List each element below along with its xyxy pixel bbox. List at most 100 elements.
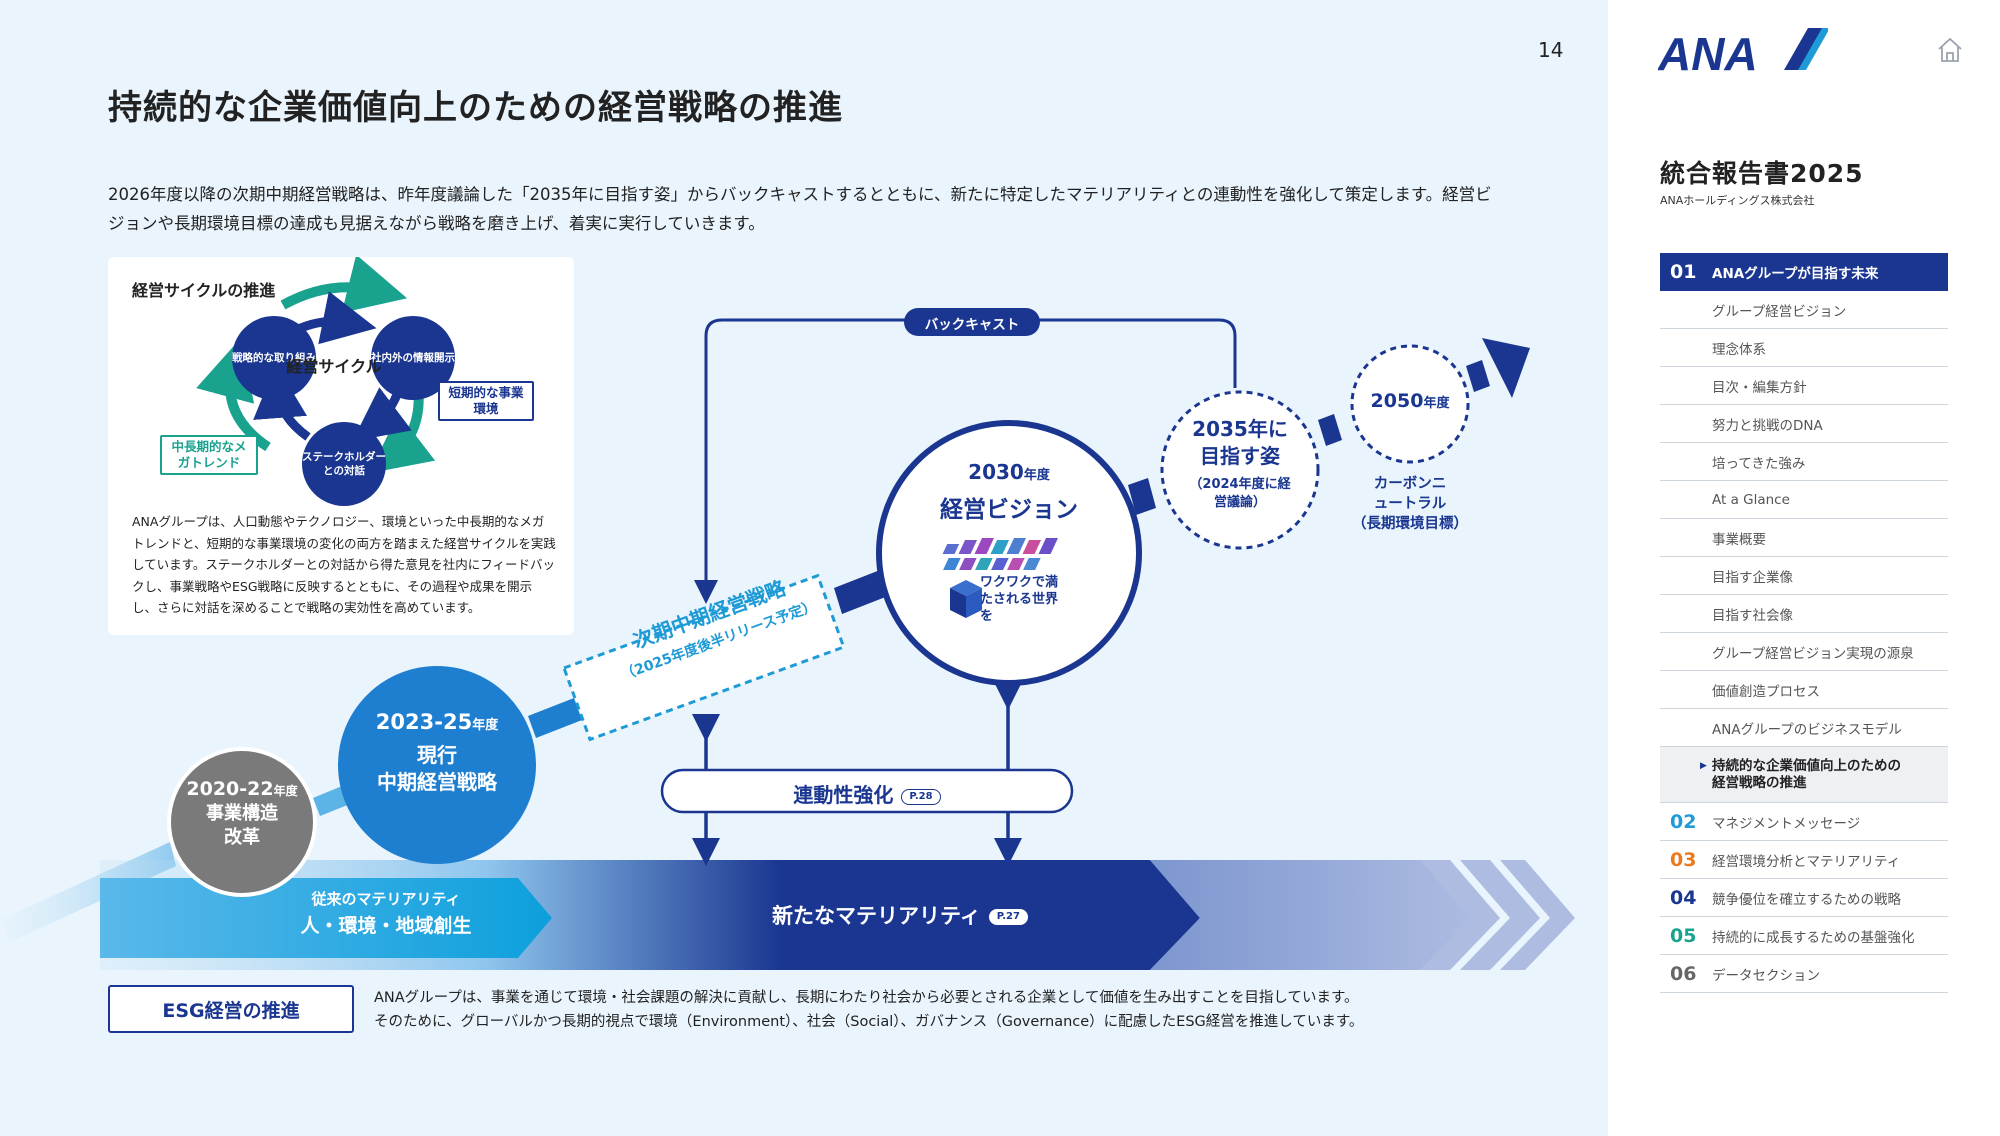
section-num: 01: [1670, 261, 1697, 283]
cycle-description: ANAグループは、人口動態やテクノロジー、環境といった中長期的なメガトレンドと、…: [132, 514, 556, 615]
year-2050: 2050: [1370, 390, 1424, 412]
strategy-diagram: [0, 308, 1575, 970]
vision-year-suffix: 年度: [1023, 468, 1050, 483]
toc-item[interactable]: 事業概要: [1660, 519, 1948, 557]
outer-arrow-top: [280, 257, 408, 313]
intro-text: 2026年度以降の次期中期経営戦略は、昨年度議論した「2035年に目指す姿」から…: [108, 180, 1508, 238]
company-name: ANAホールディングス株式会社: [1660, 194, 1815, 207]
esg-text: ANAグループは、事業を通じて環境・社会課題の解決に貢献し、長期にわたり社会から…: [374, 986, 1594, 1034]
ana-logo[interactable]: ANA: [1658, 26, 1828, 76]
toc-item[interactable]: 価値創造プロセス: [1660, 671, 1948, 709]
main-page: 14 持続的な企業価値向上のための経営戦略の推進 2026年度以降の次期中期経営…: [0, 0, 1608, 1136]
toc-item[interactable]: ANAグループのビジネスモデル: [1660, 709, 1948, 747]
management-cycle-panel: 経営サイクルの推進 戦略的な取り組み 社内外の情報開示 ステークホルダーとの対話…: [108, 257, 574, 635]
toc-item[interactable]: 理念体系: [1660, 329, 1948, 367]
cycle-title: 経営サイクルの推進: [132, 281, 276, 300]
old-materiality-band: [100, 878, 552, 958]
toc-item[interactable]: 目指す社会像: [1660, 595, 1948, 633]
ana-logo-text: ANA: [1658, 28, 1758, 76]
short-term-label: 短期的な事業環境: [438, 381, 534, 421]
section-label: マネジメントメッセージ: [1712, 815, 1861, 832]
vision-year: 2030: [968, 460, 1024, 484]
intro-line-2: ジョンや長期環境目標の達成も見据えながら戦略を磨き上げ、着実に実行していきます。: [108, 214, 765, 233]
target-2035-label: 2035年に目指す姿 （2024年度に経営議論）: [1170, 416, 1310, 512]
cycle-node-dialogue: ステークホルダーとの対話: [302, 422, 386, 506]
toc-item[interactable]: 目指す企業像: [1660, 557, 1948, 595]
toc-section-01[interactable]: 01 ANAグループが目指す未来: [1660, 253, 1948, 291]
current-page-marker-icon: ▶: [1700, 761, 1707, 771]
year-2050-suffix: 年度: [1423, 396, 1450, 411]
cycle-node-strategy: 戦略的な取り組み: [232, 316, 316, 400]
section-label: 経営環境分析とマテリアリティ: [1712, 853, 1901, 870]
section-label: ANAグループが目指す未来: [1712, 266, 1879, 282]
target-2035-sub: （2024年度に経営議論）: [1189, 477, 1291, 510]
carbon-sub: （長期環境目標）: [1352, 516, 1468, 532]
carbon-neutral-label: カーボンニュートラル （長期環境目標）: [1340, 474, 1480, 534]
circle-2023: [338, 666, 536, 864]
reform-label: 2020-22年度 事業構造改革: [170, 778, 314, 850]
final-arrow-head: [1482, 338, 1530, 398]
toc-nav: 01 ANAグループが目指す未来 グループ経営ビジョン 理念体系 目次・編集方針…: [1660, 253, 1948, 993]
old-materiality-label: 従来のマテリアリティ 人・環境・地域創生: [276, 888, 496, 938]
linkage-pill: [660, 768, 1074, 814]
sidebar: ANA 統合報告書2025 ANAホールディングス株式会社 01 ANAグループ…: [1608, 0, 2000, 1136]
section-label: データセクション: [1712, 967, 1820, 984]
connector-2050-arrow: [1466, 360, 1490, 392]
toc-item[interactable]: グループ経営ビジョン実現の源泉: [1660, 633, 1948, 671]
cycle-center-label: 経営サイクル: [286, 357, 382, 376]
vision-logo-icon: [942, 538, 1058, 618]
reform-year: 2020-22: [186, 778, 274, 800]
circle-2035: [1160, 390, 1320, 550]
toc-item[interactable]: 努力と挑戦のDNA: [1660, 405, 1948, 443]
current-line-1: 現行: [417, 743, 457, 767]
intro-line-1: 2026年度以降の次期中期経営戦略は、昨年度議論した「2035年に目指す姿」から…: [108, 185, 1492, 204]
target-2035-title: 2035年に目指す姿: [1192, 417, 1288, 468]
reform-text: 事業構造改革: [206, 803, 278, 848]
page-title: 持続的な企業価値向上のための経営戦略の推進: [108, 88, 843, 128]
home-icon[interactable]: [1936, 36, 1964, 64]
section-label: 持続的に成長するための基盤強化: [1712, 929, 1915, 946]
chevron-2: [1460, 860, 1540, 970]
vision-logo-text: ワクワクで満たされる世界を: [980, 575, 1059, 624]
reform-year-suffix: 年度: [273, 784, 298, 798]
year-2050-label: 2050年度: [1352, 390, 1468, 412]
current-line-2: 中期経営戦略: [377, 770, 497, 794]
backcast-label: バックキャスト: [924, 317, 1020, 333]
carbon-text: カーボンニュートラル: [1373, 476, 1447, 512]
toc-item-active[interactable]: ▶ 持続的な企業価値向上のための 経営戦略の推進: [1660, 747, 1948, 803]
long-term-label: 中長期的なメガトレンド: [160, 435, 258, 475]
chevron-3: [1500, 860, 1575, 970]
active-line-2: 経営戦略の推進: [1712, 774, 1807, 791]
circle-2020: [167, 747, 317, 897]
toc-item[interactable]: グループ経営ビジョン: [1660, 291, 1948, 329]
toc-section-02[interactable]: 02 マネジメントメッセージ: [1660, 803, 1948, 841]
linkage-ref-link[interactable]: P.28: [901, 788, 941, 805]
section-label: 競争優位を確立するための戦略: [1712, 891, 1901, 908]
linkage-label: 連動性強化 P.28: [662, 779, 1072, 808]
connector-2035-2050: [1318, 414, 1342, 446]
connector-next-2030: [834, 570, 888, 614]
connector-2023-next: [528, 698, 582, 738]
toc-item[interactable]: 培ってきた強み: [1660, 443, 1948, 481]
linkage-text: 連動性強化: [793, 783, 894, 807]
current-year-suffix: 年度: [472, 718, 499, 733]
vision-title: 経営ビジョン: [940, 497, 1078, 523]
toc-section-06[interactable]: 06 データセクション: [1660, 955, 1948, 993]
new-materiality-label: 新たなマテリアリティ P.27: [700, 900, 1100, 930]
section-num: 02: [1670, 810, 1697, 833]
new-materiality-text: 新たなマテリアリティ: [772, 904, 981, 928]
esg-label-box: ESG経営の推進: [108, 985, 354, 1033]
toc-item[interactable]: At a Glance: [1660, 481, 1948, 519]
toc-section-04[interactable]: 04 競争優位を確立するための戦略: [1660, 879, 1948, 917]
report-title: 統合報告書2025: [1660, 159, 1864, 188]
toc-section-05[interactable]: 05 持続的に成長するための基盤強化: [1660, 917, 1948, 955]
next-strategy-box: [562, 573, 846, 742]
section-num: 05: [1670, 924, 1697, 947]
backcast-pill: [904, 308, 1040, 336]
toc-item[interactable]: 目次・編集方針: [1660, 367, 1948, 405]
connector-2020-2023: [313, 786, 350, 816]
new-materiality-ref-link[interactable]: P.27: [988, 909, 1028, 925]
toc-section-03[interactable]: 03 経営環境分析とマテリアリティ: [1660, 841, 1948, 879]
current-strategy-label: 2023-25年度 現行 中期経営戦略: [338, 710, 536, 796]
outer-arrow-left: [196, 338, 271, 452]
